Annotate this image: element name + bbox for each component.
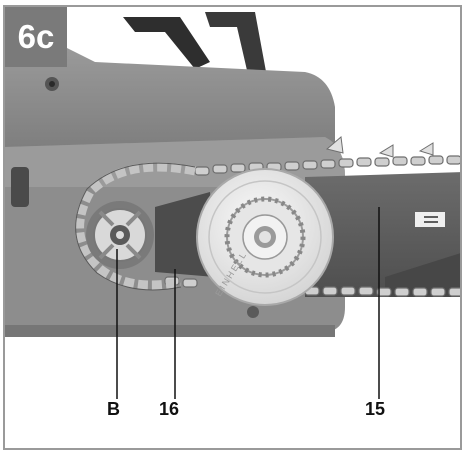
figure-number-badge: 6c [5, 7, 67, 67]
chain-bottom [164, 276, 460, 297]
callout-16-label: 16 [159, 399, 180, 419]
callout-leaders [116, 207, 380, 399]
handle [123, 12, 267, 79]
bar-logo [415, 212, 445, 227]
chain-wrap [75, 162, 196, 290]
chainsaw-photo: EINHELL [5, 12, 460, 399]
callout-b-label: B [107, 399, 120, 419]
figure-frame: EINHELL 6c B 16 15 [3, 5, 462, 450]
tensioner-wheel-icon [196, 168, 334, 306]
chain-top [194, 155, 460, 176]
callout-15-label: 15 [365, 399, 386, 419]
sprocket-icon [86, 201, 154, 269]
motor-housing [5, 47, 335, 157]
